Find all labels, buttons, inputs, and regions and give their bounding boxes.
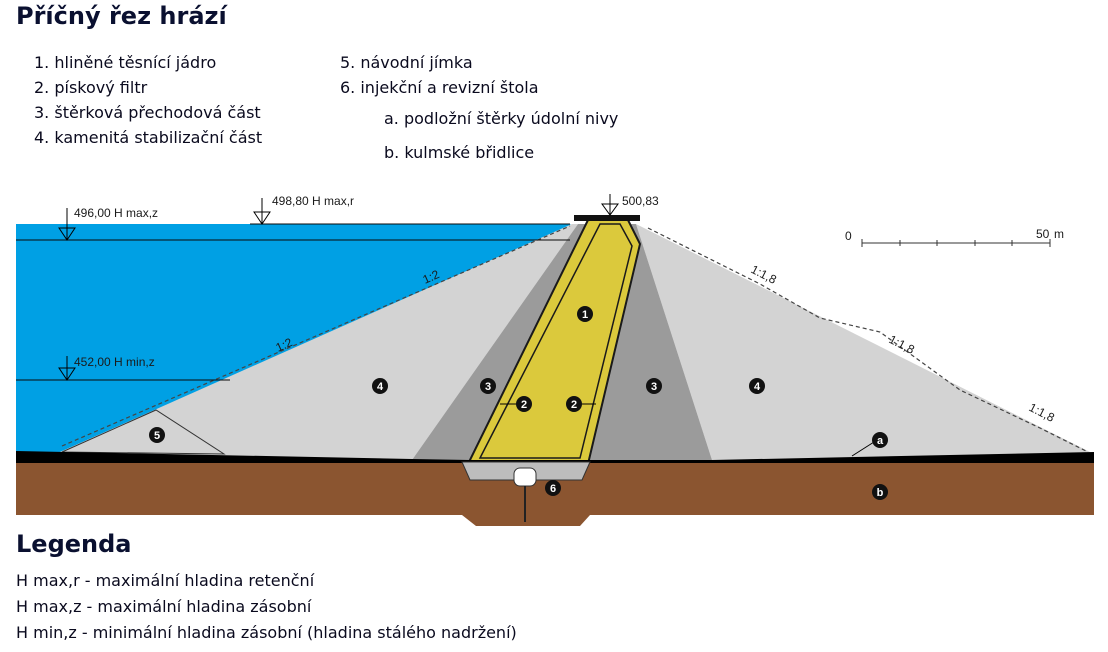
- dam-cross-section-diagram: 496,00 H max,z 498,80 H max,r 500,83 452…: [16, 194, 1094, 526]
- legend-title: Legenda: [16, 530, 132, 558]
- stabilization-right: [636, 224, 1094, 460]
- list-item: 6. injekční a revizní štola: [340, 78, 539, 97]
- marker-1: 1: [577, 306, 593, 322]
- component-list-right: 5. návodní jímka 6. injekční a revizní š…: [340, 50, 539, 100]
- list-item: 2. pískový filtr: [34, 78, 148, 97]
- list-item: 5. návodní jímka: [340, 53, 473, 72]
- marker-3-left: 3: [480, 378, 496, 394]
- transition-left: [412, 224, 590, 460]
- legend-item: H max,z - maximální hladina zásobní: [16, 597, 312, 616]
- cofferdam: [61, 409, 226, 455]
- scale-bar: [861, 239, 1051, 247]
- gravel-layer: [16, 451, 1094, 463]
- scale-unit: m: [1054, 227, 1064, 241]
- list-item: 1. hliněné těsnící jádro: [34, 53, 217, 72]
- marker-3-right: 3: [646, 378, 662, 394]
- svg-text:4: 4: [754, 381, 761, 393]
- svg-text:6: 6: [550, 483, 556, 495]
- marker-2-left: 2: [516, 396, 532, 412]
- marker-2-right: 2: [566, 396, 582, 412]
- marker-5: 5: [149, 427, 165, 443]
- svg-text:2: 2: [571, 399, 577, 411]
- slope-label-upstream-upper: 1:2: [421, 267, 442, 287]
- svg-text:b: b: [877, 487, 884, 499]
- svg-text:4: 4: [377, 381, 384, 393]
- svg-text:3: 3: [485, 381, 491, 393]
- slope-label-downstream-3: 1:1,8: [1027, 400, 1057, 425]
- scale-start: 0: [845, 229, 852, 243]
- sub-item-b: b. kulmské břidlice: [384, 143, 535, 162]
- legend-item: H max,r - maximální hladina retenční: [16, 571, 315, 590]
- legend-list: H max,r - maximální hladina retenční H m…: [16, 568, 517, 646]
- label-max-z: 496,00 H max,z: [74, 206, 158, 220]
- page-title: Příčný řez hrází: [16, 2, 227, 30]
- marker-4-left: 4: [372, 378, 388, 394]
- svg-text:1: 1: [582, 309, 588, 321]
- level-marker-max-r: [253, 198, 271, 225]
- component-list-left: 1. hliněné těsnící jádro 2. pískový filt…: [34, 50, 262, 150]
- reservoir-water: [16, 224, 572, 452]
- marker-4-right: 4: [749, 378, 765, 394]
- marker-6: 6: [545, 480, 561, 496]
- marker-b: b: [872, 484, 888, 500]
- level-marker-min-z: [58, 356, 76, 381]
- sub-item-a: a. podložní štěrky údolní nivy: [384, 109, 619, 128]
- svg-text:2: 2: [521, 399, 527, 411]
- legend-item: H min,z - minimální hladina zásobní (hla…: [16, 623, 517, 642]
- scale-end: 50: [1036, 227, 1050, 241]
- level-marker-max-z: [58, 208, 76, 241]
- dam-crest: [574, 215, 640, 221]
- inspection-gallery: [513, 467, 537, 487]
- downstream-slope-line: [647, 227, 1089, 453]
- label-max-r: 498,80 H max,r: [272, 194, 354, 208]
- label-min-z: 452,00 H min,z: [74, 355, 155, 369]
- label-crest: 500,83: [622, 194, 659, 208]
- svg-text:5: 5: [154, 430, 160, 442]
- svg-text:3: 3: [651, 381, 657, 393]
- slope-label-upstream-lower: 1:2: [274, 335, 295, 355]
- level-marker-crest: [601, 194, 619, 216]
- svg-text:a: a: [877, 435, 884, 447]
- list-item: 4. kamenitá stabilizační část: [34, 128, 263, 147]
- marker-a: a: [872, 432, 888, 448]
- stabilization-left: [60, 224, 578, 460]
- list-item: 3. štěrková přechodová část: [34, 103, 261, 122]
- upstream-slope-line: [61, 225, 571, 447]
